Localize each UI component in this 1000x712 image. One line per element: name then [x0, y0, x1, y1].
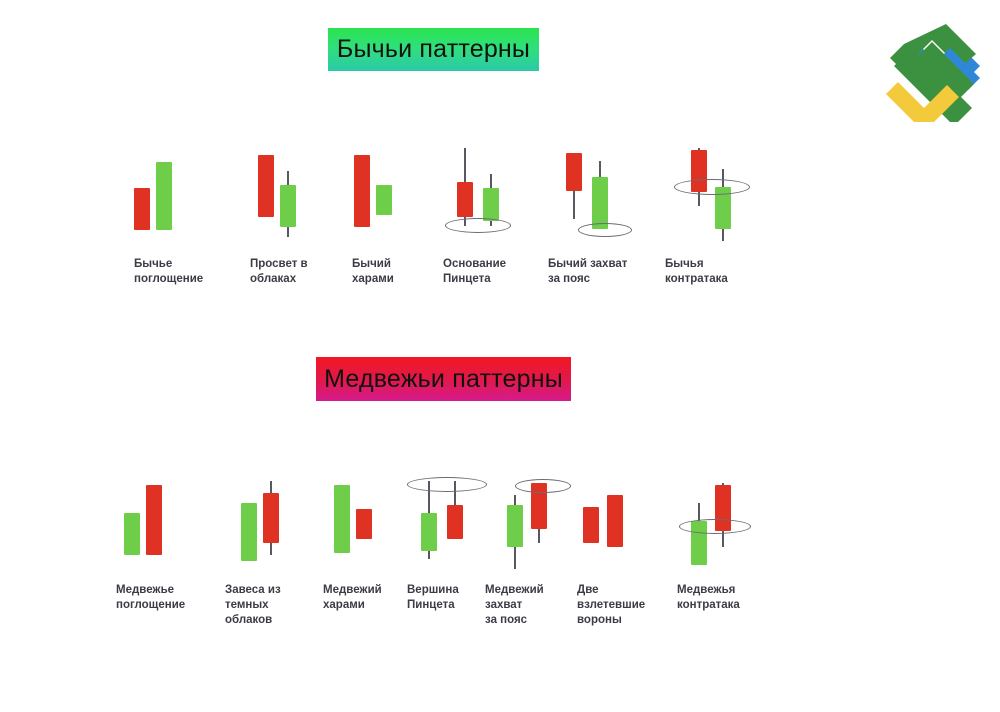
candle-green-2 — [592, 177, 608, 229]
candle-green-2 — [483, 188, 499, 221]
pattern-label: Медвежий харами — [323, 584, 382, 611]
pattern-label: Вершина Пинцета — [407, 584, 459, 611]
candle-red-1 — [583, 507, 599, 543]
logo-green-check — [890, 24, 976, 98]
pattern-label: Бычье поглощение — [134, 258, 204, 285]
candle-wick-lower-2 — [270, 543, 272, 555]
candle-red-1 — [258, 155, 274, 217]
pattern-bullish-engulfing: Бычье поглощение — [120, 145, 240, 295]
section-title-bearish: Медвежьи паттерны — [316, 357, 571, 401]
candle-green-2 — [376, 185, 392, 215]
candle-green-1 — [241, 503, 257, 561]
section-title-bullish: Бычьи паттерны — [328, 28, 539, 71]
pattern-bearish-harami: Медвежий харами — [320, 475, 435, 640]
pattern-bullish-belt-hold: Бычий захват за пояс — [548, 145, 673, 295]
candle-wick-upper-2 — [270, 481, 272, 493]
pattern-tweezer-top: Вершина Пинцета — [405, 475, 525, 640]
candle-wick-upper-1 — [514, 495, 516, 507]
candle-red-1 — [566, 153, 582, 191]
pattern-tweezer-bottom: Основание Пинцета — [437, 145, 557, 295]
pattern-label: Бычий харами — [352, 258, 394, 285]
pattern-label: Бычья контратака — [665, 258, 728, 285]
candle-green-2 — [156, 162, 172, 230]
pattern-bullish-counterattack: Бычья контратака — [665, 145, 790, 295]
belt-hold-highlight-ellipse — [515, 479, 571, 493]
candle-wick-lower-2 — [538, 529, 540, 543]
chevron-logo — [884, 22, 984, 132]
pattern-bearish-counterattack: Медвежья контратака — [665, 475, 790, 645]
logo-yellow-check — [886, 80, 964, 132]
candle-red-2 — [146, 485, 162, 555]
pattern-label: Медвежий захват за пояс — [485, 584, 544, 626]
pattern-bullish-harami: Бычий харами — [340, 145, 450, 295]
candle-wick-upper-2 — [599, 161, 601, 177]
candle-red-2 — [263, 493, 279, 543]
pattern-bearish-belt-hold: Медвежий захват за пояс — [485, 475, 605, 645]
candle-red-1 — [134, 188, 150, 230]
pattern-label: Медвежье поглощение — [116, 584, 186, 611]
pattern-bearish-engulfing: Медвежье поглощение — [110, 475, 230, 640]
tweezer-highlight-ellipse — [445, 218, 511, 233]
candle-red-2 — [356, 509, 372, 539]
candle-wick-lower-1 — [514, 547, 516, 569]
pattern-label: Две взлетевшие вороны — [577, 584, 646, 626]
candle-wick-upper-2 — [287, 171, 289, 185]
candle-red-1 — [354, 155, 370, 227]
counterattack-highlight-ellipse — [674, 179, 750, 195]
pattern-piercing-line: Просвет в облаках — [240, 145, 360, 295]
candle-red-2 — [447, 505, 463, 539]
candle-red-2 — [607, 495, 623, 547]
pattern-dark-cloud-cover: Завеса из темных облаков — [225, 475, 345, 640]
candle-red-1 — [457, 182, 473, 217]
candle-red-2 — [531, 483, 547, 529]
candle-wick-lower-1 — [573, 191, 575, 219]
pattern-label: Бычий захват за пояс — [548, 258, 628, 285]
candle-wick-lower-2 — [287, 227, 289, 237]
candle-green-2 — [280, 185, 296, 227]
pattern-label: Завеса из темных облаков — [225, 584, 281, 626]
pattern-label: Медвежья контратака — [677, 584, 740, 611]
counterattack-highlight-ellipse — [679, 519, 751, 534]
logo-green-overlap — [918, 42, 974, 98]
candle-green-1 — [124, 513, 140, 555]
pattern-label: Просвет в облаках — [250, 258, 308, 285]
candle-green-1 — [421, 513, 437, 551]
belt-hold-highlight-ellipse — [578, 223, 632, 237]
tweezer-highlight-ellipse — [407, 477, 487, 492]
candle-green-1 — [507, 505, 523, 547]
pattern-label: Основание Пинцета — [443, 258, 507, 285]
pattern-two-crows: Две взлетевшие вороны — [575, 475, 695, 645]
candle-green-1 — [334, 485, 350, 553]
candle-green-2 — [715, 187, 731, 229]
